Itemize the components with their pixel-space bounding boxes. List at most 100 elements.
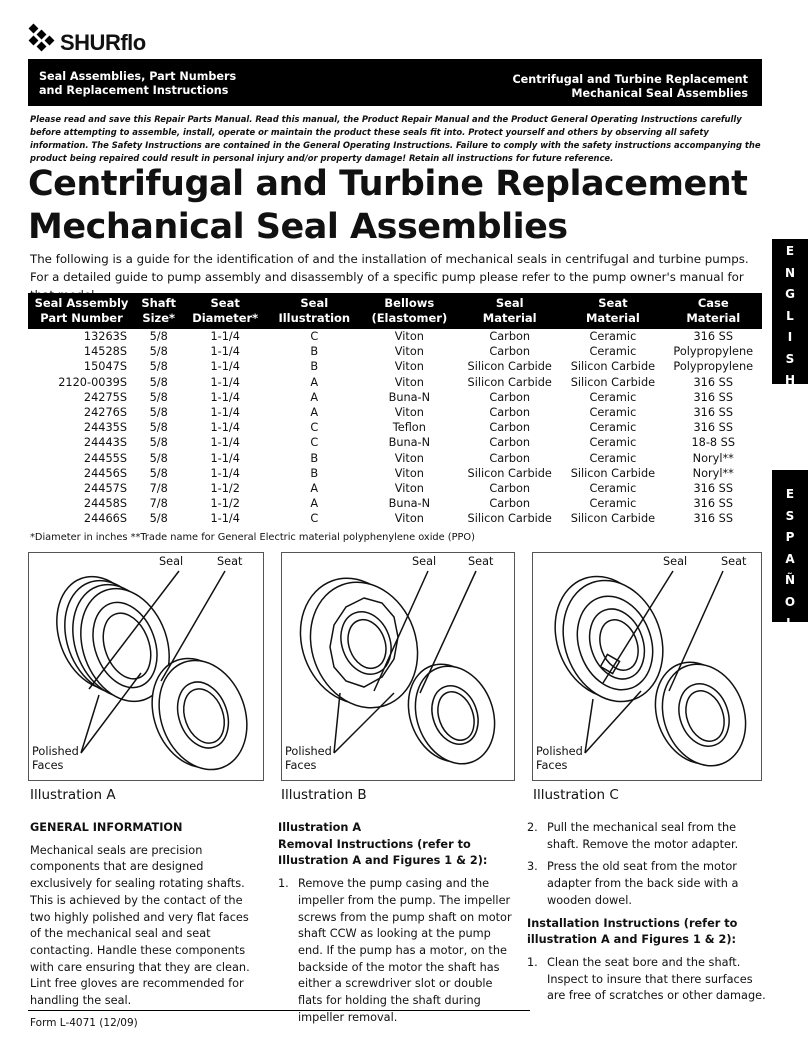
table-cell: A [310,497,319,511]
removal-step-2: 2. Pull the mechanical seal from the sha… [527,820,767,853]
table-cell: 1-1/4 [210,436,240,450]
table-cell: Carbon [489,406,531,420]
table-cell: Viton [394,406,424,420]
illustration-c-caption: Illustration C [533,787,619,803]
table-cell: 5/8 [149,360,168,374]
table-cell: Ceramic [589,421,637,435]
tab-espanol: E S P A Ñ O L [772,470,808,630]
table-cell: Viton [394,451,424,465]
table-cell: 24456S [83,466,127,480]
table-cell: 5/8 [149,451,168,465]
table-cell: 24455S [83,451,127,465]
table-cell: Silicon Carbide [467,512,552,526]
table-cell: 1-1/4 [210,512,240,526]
step-text: Press the old seat from the motor adapte… [547,860,739,907]
table-cell: 1-1/4 [210,466,240,480]
table-cell: C [310,330,319,344]
table-cell: Viton [394,345,424,359]
removal-heading: Removal Instructions (refer to Illustrat… [278,837,488,868]
header-banner: Seal Assemblies, Part Numbers and Replac… [28,59,762,106]
col-bellows: Bellows(Elastomer) [360,293,459,329]
table-cell: Ceramic [589,436,637,450]
table-cell: Viton [394,481,424,495]
shurflo-logo: SHURflo [28,18,146,58]
illustration-b-panel: Seal Seat Polished Faces [281,552,515,781]
table-cell: 18-8 SS [691,436,736,450]
illustration-a-panel: Seal Seat Polished Faces [28,552,264,781]
table-cell: A [310,390,319,404]
faces-label: Faces [285,759,317,773]
table-cell: 1-1/4 [210,360,240,374]
table-cell: Teflon [392,421,426,435]
table-cell: Carbon [489,451,531,465]
table-cell: Silicon Carbide [467,466,552,480]
table-cell: 5/8 [149,466,168,480]
table-cell: Buna-N [388,436,431,450]
safety-warning: Please read and save this Repair Parts M… [30,114,761,163]
table-cell: 1-1/2 [210,497,240,511]
table-cell: Silicon Carbide [570,375,656,389]
illustration-c-panel: Seal Seat Polished Faces [532,552,762,781]
table-cell: 316 SS [693,406,734,420]
table-cell: 316 SS [693,512,734,526]
seal-label: Seal [663,555,688,569]
banner-left-title: Seal Assemblies, Part Numbers and Replac… [39,70,236,98]
table-cell: 24457S [83,481,127,495]
table-cell: Ceramic [589,390,637,404]
seat-label: Seat [468,555,494,569]
faces-label: Faces [32,759,64,773]
table-cell: Silicon Carbide [570,466,656,480]
table-cell: B [310,345,319,359]
table-cell: Ceramic [589,406,637,420]
illustration-a-heading: Illustration A [278,821,362,834]
table-cell: A [310,481,319,495]
table-cell: A [310,375,319,389]
table-cell: 316 SS [693,390,734,404]
tab-letter: I [787,330,793,344]
banner-right-line2: Mechanical Seal Assemblies [571,87,748,100]
tab-letter: E [785,244,795,258]
tab-letter: S [785,508,795,523]
table-cell: Polypropylene [673,345,754,359]
table-cell: 1-1/4 [210,451,240,465]
table-cell: 5/8 [149,345,168,359]
table-cell: Ceramic [589,481,637,495]
page-title: Centrifugal and Turbine Replacement Mech… [28,163,768,249]
tab-letter: H [784,373,796,387]
banner-right-line1: Centrifugal and Turbine Replacement [512,73,748,86]
table-cell: 24466S [83,512,127,526]
table-cell: 7/8 [149,497,168,511]
table-cell: Ceramic [589,330,637,344]
tab-letter: L [786,308,794,323]
table-cell: C [310,421,319,435]
table-cell: 1-1/4 [210,421,240,435]
table-cell: Buna-N [388,497,431,511]
seal-assembly-c-drawing [554,570,747,767]
table-cell: 316 SS [693,421,734,435]
tab-letter: P [785,530,795,544]
table-cell: Polypropylene [673,360,754,374]
table-cell: B [310,360,319,374]
table-cell: Carbon [489,497,531,511]
step-text: Clean the seat bore and the shaft. Inspe… [547,955,766,1003]
seal-label: Seal [159,555,184,569]
removal-instructions-section: Illustration A Removal Instructions (ref… [278,820,513,1026]
table-cell: B [310,466,319,480]
table-cell: 24275S [83,390,127,404]
table-cell: 5/8 [149,390,168,404]
table-cell: 24435S [83,421,127,435]
table-cell: Carbon [489,481,531,495]
polished-label: Polished [536,745,583,759]
banner-left-line1: Seal Assemblies, Part Numbers [39,70,237,83]
general-information-section: GENERAL INFORMATION Mechanical seals are… [30,820,262,1010]
